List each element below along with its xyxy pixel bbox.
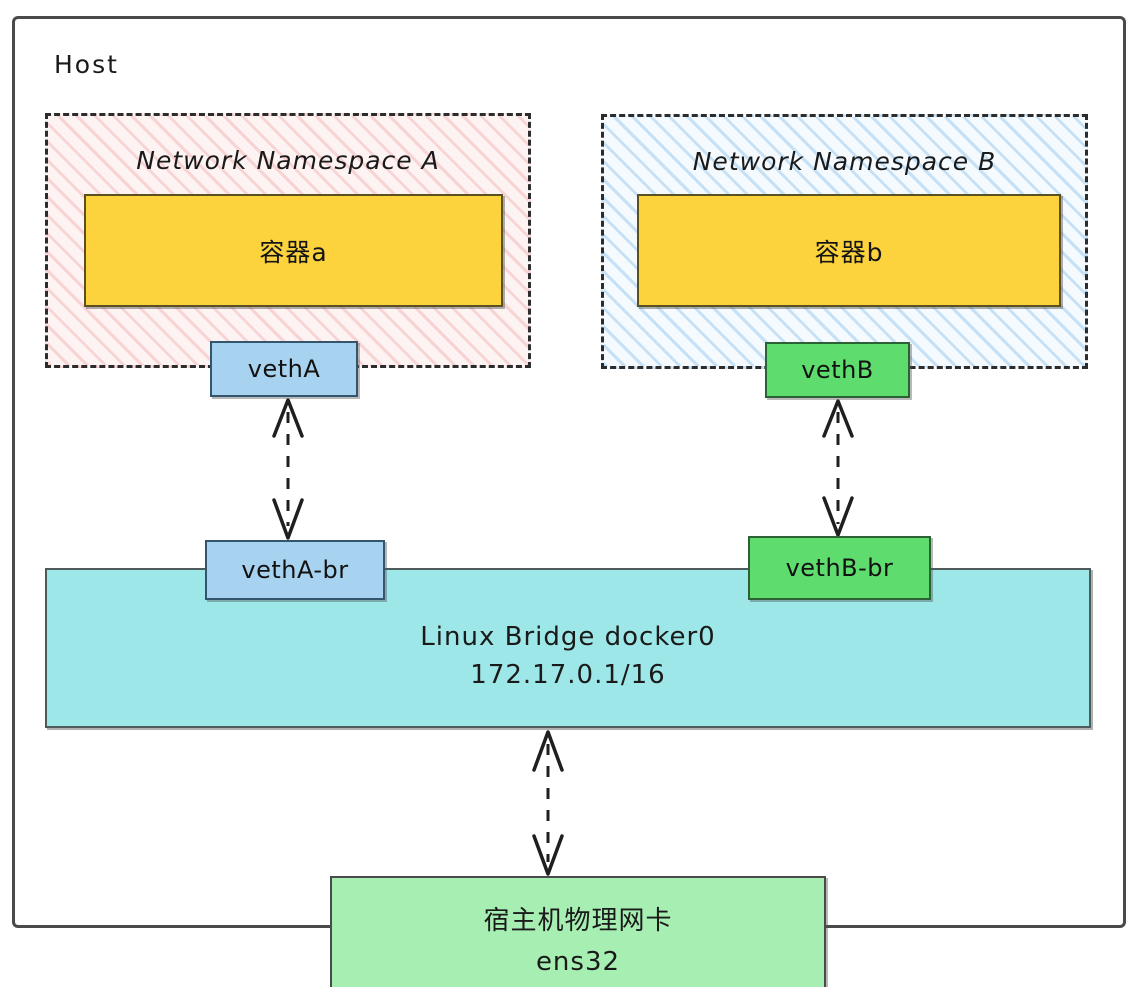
container-b-label: 容器b bbox=[814, 237, 884, 267]
namespace-b-title: Network Namespace B bbox=[692, 147, 997, 176]
container-b-box: 容器b bbox=[637, 194, 1061, 307]
network-namespace-a: Network Namespace A bbox=[45, 113, 531, 368]
connector-veth-a-arrow-up bbox=[272, 398, 304, 438]
nic-interface-label: ens32 bbox=[535, 947, 621, 977]
bridge-name-label: Linux Bridge docker0 bbox=[420, 622, 716, 652]
container-a-box: 容器a bbox=[84, 194, 503, 307]
connector-bridge-nic-arrow-down bbox=[532, 834, 564, 876]
veth-a-label: vethA bbox=[247, 355, 321, 383]
veth-b-node: vethB bbox=[765, 342, 910, 398]
veth-a-br-label: vethA-br bbox=[241, 556, 349, 584]
nic-name-label: 宿主机物理网卡 bbox=[483, 906, 673, 936]
container-a-label: 容器a bbox=[259, 237, 328, 267]
connector-veth-b-arrow-down bbox=[822, 496, 854, 537]
nic-text-group: 宿主机物理网卡 ens32 bbox=[332, 900, 824, 977]
bridge-text-group: Linux Bridge docker0 172.17.0.1/16 bbox=[47, 622, 1089, 690]
veth-b-br-node: vethB-br bbox=[748, 536, 931, 600]
linux-bridge-box: Linux Bridge docker0 172.17.0.1/16 bbox=[45, 568, 1091, 728]
connector-veth-a bbox=[248, 396, 328, 542]
host-physical-nic-box: 宿主机物理网卡 ens32 bbox=[330, 876, 826, 987]
bridge-address-label: 172.17.0.1/16 bbox=[470, 660, 666, 690]
connector-veth-b bbox=[798, 398, 878, 538]
veth-a-node: vethA bbox=[210, 341, 358, 397]
veth-b-label: vethB bbox=[801, 356, 874, 384]
namespace-a-title: Network Namespace A bbox=[136, 146, 440, 175]
connector-veth-a-arrow-down bbox=[272, 498, 304, 540]
connector-veth-b-arrow-up bbox=[822, 399, 854, 438]
connector-bridge-nic bbox=[508, 728, 588, 878]
connector-bridge-nic-arrow-up bbox=[532, 730, 564, 772]
host-label: Host bbox=[54, 50, 119, 79]
veth-b-br-label: vethB-br bbox=[785, 554, 894, 582]
veth-a-br-node: vethA-br bbox=[205, 540, 385, 600]
